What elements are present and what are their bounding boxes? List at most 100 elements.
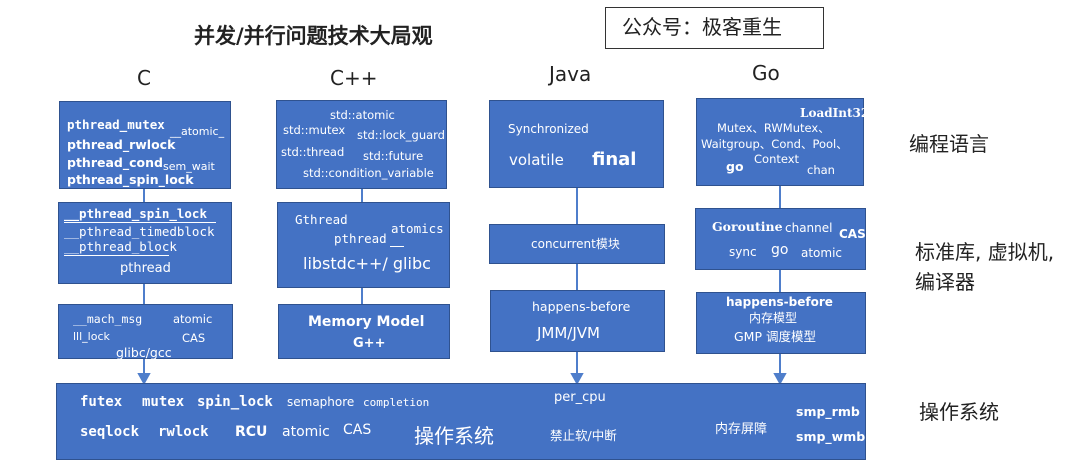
c-language-box: pthread_mutex __atomic_ pthread_rwlock p…: [59, 101, 231, 189]
go-goroutine: Goroutine: [712, 219, 783, 234]
os-spin-lock: spin_lock: [197, 394, 273, 410]
go-context: Context: [754, 152, 800, 166]
os-mutex: mutex: [142, 394, 185, 410]
connector-go-2: [779, 270, 781, 292]
cpp-gthread: Gthread: [295, 212, 348, 227]
cpp-std-mutex: std::mutex: [283, 123, 346, 137]
c-pthread-cond: pthread_cond: [67, 155, 163, 170]
c-pthread-spin-lock: pthread_spin_lock: [67, 172, 194, 187]
c-rt-atomic: atomic: [173, 312, 213, 326]
os-smp-rmb: smp_rmb: [796, 404, 860, 419]
os-completion: completion: [363, 396, 430, 409]
column-c: C: [137, 66, 151, 90]
column-cpp: C++: [330, 66, 378, 90]
arrow-go-head: [773, 373, 787, 386]
java-concurrent: concurrent模块: [531, 237, 620, 251]
c-runtime-box: __mach_msg atomic lll_lock CAS glibc/gcc: [58, 304, 233, 359]
go-memory-model: 内存模型: [749, 311, 798, 325]
connector-java-1: [576, 188, 578, 224]
go-mutex-line: Mutex、RWMutex、: [717, 121, 830, 135]
cpp-std-atomic: std::atomic: [330, 108, 395, 122]
go-happens-before: happens-before: [726, 295, 833, 309]
java-final: final: [592, 149, 637, 170]
cpp-language-box: std::atomic std::mutex std::lock_guard s…: [276, 100, 447, 189]
connector-c-1: [143, 188, 145, 202]
os-semaphore: semaphore: [287, 395, 355, 409]
c-rt-cas: CAS: [182, 331, 206, 345]
os-barrier: 内存屏障: [715, 422, 768, 437]
java-synchronized: Synchronized: [508, 122, 589, 136]
connector-java-2: [576, 264, 578, 290]
go-chan: chan: [807, 163, 835, 177]
c-atomic: __atomic_: [170, 125, 225, 138]
os-atomic: atomic: [282, 424, 330, 440]
c-pthread-rwlock: pthread_rwlock: [67, 137, 176, 152]
page-title: 并发/并行问题技术大局观: [194, 24, 433, 48]
os-smp-wmb: smp_wmb: [796, 429, 866, 444]
cpp-std-lock-guard: std::lock_guard: [357, 128, 445, 142]
go-gmp: GMP 调度模型: [734, 329, 816, 344]
column-go: Go: [752, 61, 780, 85]
java-volatile: volatile: [509, 151, 564, 169]
row-languages: 编程语言: [909, 132, 989, 156]
os-cas: CAS: [343, 422, 372, 438]
arrow-c-head: [137, 373, 151, 386]
os-rwlock: rwlock: [158, 424, 209, 440]
go-sync: sync: [729, 245, 757, 259]
go-library-box: Goroutine channel CAS sync go atomic: [695, 208, 866, 270]
account-label: 公众号：极客重生: [622, 15, 782, 39]
c-rt-name: glibc/gcc: [116, 345, 172, 360]
go-waitgroup-line: Waitgroup、Cond、Pool、: [701, 137, 848, 151]
c-pthread-mutex: pthread_mutex: [67, 117, 165, 132]
java-jmm-jvm: JMM/JVM: [537, 324, 600, 342]
c-library-box: __pthread_spin_lock __pthread_timedblock…: [58, 202, 232, 284]
cpp-memory-model: Memory Model: [308, 314, 425, 330]
go-atomic: atomic: [801, 246, 843, 260]
cpp-gpp: G++: [353, 336, 386, 351]
c-rt-mach-msg: __mach_msg: [73, 312, 143, 326]
connector-cpp-1: [361, 188, 363, 202]
connector-cpp-2: [361, 288, 363, 304]
os-box: futex mutex spin_lock semaphore completi…: [56, 383, 866, 460]
cpp-pthread-underline: [390, 246, 404, 247]
os-seqlock: seqlock: [80, 424, 140, 440]
go-runtime-box: happens-before 内存模型 GMP 调度模型: [696, 292, 866, 354]
connector-go-1: [779, 186, 781, 208]
go-cas: CAS: [839, 227, 866, 241]
arrow-java-head: [570, 373, 584, 386]
c-lib-spin: __pthread_spin_lock: [64, 206, 207, 221]
os-futex: futex: [80, 394, 123, 410]
java-runtime-box: happens-before JMM/JVM: [490, 290, 665, 352]
go-loadint32: LoadInt32: [800, 106, 870, 120]
go-go-lib: go: [771, 242, 789, 258]
java-happens-before: happens-before: [532, 299, 631, 314]
c-lib-name: pthread: [120, 261, 171, 276]
cpp-std-condition-variable: std::condition_variable: [303, 166, 434, 180]
cpp-pthread: pthread: [334, 231, 387, 246]
row-os: 操作系统: [919, 400, 999, 424]
c-lib-block-underline: [64, 255, 169, 256]
column-java: Java: [549, 62, 592, 86]
go-channel: channel: [785, 221, 833, 235]
os-rcu: RCU: [235, 424, 268, 440]
java-language-box: Synchronized volatile final: [489, 100, 664, 188]
c-lib-spin-underline: [64, 222, 216, 223]
cpp-runtime-box: Memory Model G++: [278, 304, 450, 359]
c-rt-lll-lock: lll_lock: [73, 330, 110, 343]
c-lib-timedblock: __pthread_timedblock: [64, 224, 215, 239]
go-language-box: LoadInt32 Mutex、RWMutex、 Waitgroup、Cond、…: [696, 98, 869, 186]
row-stdlib-line2: 编译器: [915, 270, 975, 294]
os-irq: 禁止软/中断: [550, 428, 617, 443]
cpp-library-box: Gthread atomics pthread libstdc++/ glibc: [277, 202, 450, 288]
go-go-keyword: go: [726, 159, 744, 174]
cpp-std-future: std::future: [363, 149, 424, 163]
cpp-atomics: atomics: [391, 221, 444, 236]
cpp-std-thread: std::thread: [281, 145, 345, 159]
account-box: [605, 7, 824, 49]
os-name: 操作系统: [414, 424, 494, 448]
connector-c-2: [143, 284, 145, 304]
c-sem-wait: sem_wait: [163, 160, 215, 173]
java-library-box: concurrent模块: [489, 224, 665, 264]
c-lib-block: __pthread_block: [64, 239, 177, 254]
